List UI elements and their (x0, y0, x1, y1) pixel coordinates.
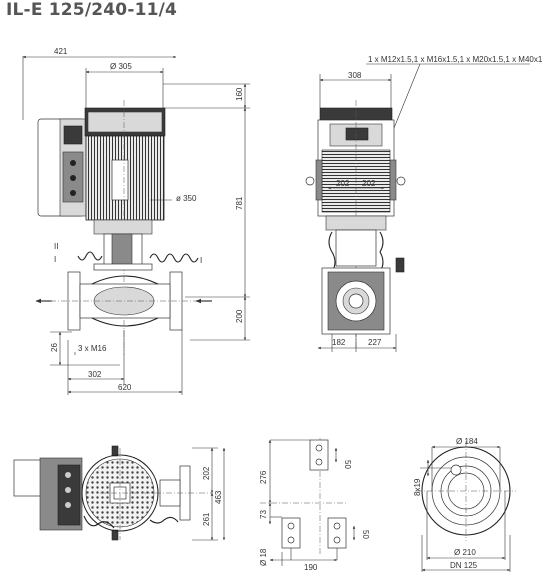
dim-8x19-label: 8x19 (413, 478, 422, 496)
dim-50b-label: 50 (361, 530, 370, 539)
dim-781-label: 781 (235, 196, 244, 210)
dim-184-label: Ø 184 (456, 437, 478, 446)
label-i-left: I (54, 255, 56, 264)
baseplate-view: 276 73 50 50 Ø 18 190 (259, 438, 370, 572)
dim-261-label: 261 (202, 512, 211, 526)
dim-50a-label: 50 (343, 460, 352, 469)
dim-3xm16-label: 3 x M16 (78, 344, 107, 353)
dim-302-label: 302 (88, 370, 102, 379)
dim-202b-label: 202 (362, 179, 376, 188)
label-ii: II (54, 242, 58, 251)
dim-350-label: ø 350 (176, 194, 197, 203)
dim-463-label: 463 (214, 490, 223, 504)
dim-18-label: Ø 18 (259, 548, 268, 566)
dim-421-label: 421 (54, 47, 68, 56)
dim-200-label: 200 (235, 309, 244, 323)
top-view: 202 463 261 (13, 445, 226, 541)
dim-210-label: Ø 210 (454, 548, 476, 557)
dim-202-top-label: 202 (202, 466, 211, 480)
dim-620-label: 620 (118, 383, 132, 392)
dim-190-label: 190 (304, 563, 318, 572)
label-i-right: I (200, 256, 202, 265)
dim-182-label: 182 (332, 338, 346, 347)
dim-73-label: 73 (259, 510, 268, 519)
front-view: 421 Ø 305 160 781 ø 350 200 26 3 x M16 3… (22, 47, 250, 395)
side-view: 1 x M12x1.5,1 x M16x1.5,1 x M20x1.5,1 x … (305, 55, 542, 352)
product-title: IL-E 125/240-11/4 (6, 0, 178, 20)
dim-202a-label: 202 (336, 179, 350, 188)
dim-308-label: 308 (348, 71, 362, 80)
dim-227-label: 227 (368, 338, 382, 347)
dim-26-label: 26 (50, 343, 59, 352)
dim-dn125-label: DN 125 (450, 561, 478, 570)
dim-276-label: 276 (259, 470, 268, 484)
dim-160-label: 160 (235, 87, 244, 101)
cable-gland-label: 1 x M12x1.5,1 x M16x1.5,1 x M20x1.5,1 x … (368, 55, 542, 64)
flange-view: Ø 184 8x19 Ø 210 DN 125 (413, 437, 516, 572)
dim-305-label: Ø 305 (110, 62, 132, 71)
